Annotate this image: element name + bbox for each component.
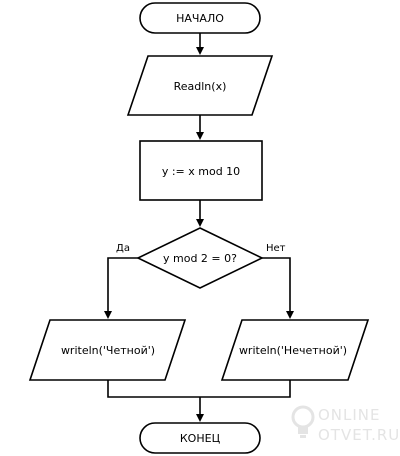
arrowhead-end	[196, 414, 204, 422]
arrowhead-input	[196, 47, 204, 55]
yes-branch-label: Да	[116, 243, 130, 254]
arrowhead-output-even	[104, 311, 112, 319]
process-rect-shape	[139, 140, 263, 201]
input-parallelogram-shape	[126, 55, 274, 116]
watermark-line1: ONLINE	[318, 406, 381, 424]
input-label: Readln(x)	[174, 80, 227, 93]
end-label: КОНЕЦ	[180, 432, 221, 445]
output-odd-label: writeln('Нечетной')	[239, 344, 347, 357]
output-even-label: writeln('Четной')	[61, 344, 155, 357]
no-branch-label: Нет	[266, 243, 286, 254]
arrowhead-decision	[196, 219, 204, 227]
arrowhead-process	[196, 132, 204, 140]
decision-diamond-shape	[136, 227, 264, 289]
connector-merge	[107, 380, 291, 398]
process-label: y := x mod 10	[162, 165, 240, 178]
output-even-node: writeln('Четной')	[28, 319, 187, 381]
arrowhead-output-odd	[286, 311, 294, 319]
decision-node: y mod 2 = 0?	[136, 227, 264, 289]
lightbulb-icon	[291, 405, 315, 438]
end-terminator-shape	[139, 422, 261, 454]
connector-decision-no	[262, 257, 291, 312]
watermark-line2: OTVET.RU	[318, 426, 400, 444]
output-odd-parallelogram-shape	[220, 319, 370, 381]
input-node: Readln(x)	[126, 55, 274, 116]
start-label: НАЧАЛО	[176, 12, 224, 25]
end-node: КОНЕЦ	[139, 422, 261, 454]
output-even-parallelogram-shape	[28, 319, 187, 381]
decision-label: y mod 2 = 0?	[163, 252, 237, 265]
connector-decision-yes	[107, 257, 138, 312]
process-node: y := x mod 10	[139, 140, 263, 201]
start-node: НАЧАЛО	[139, 2, 261, 34]
watermark: ONLINE OTVET.RU	[291, 405, 400, 444]
output-odd-node: writeln('Нечетной')	[220, 319, 370, 381]
